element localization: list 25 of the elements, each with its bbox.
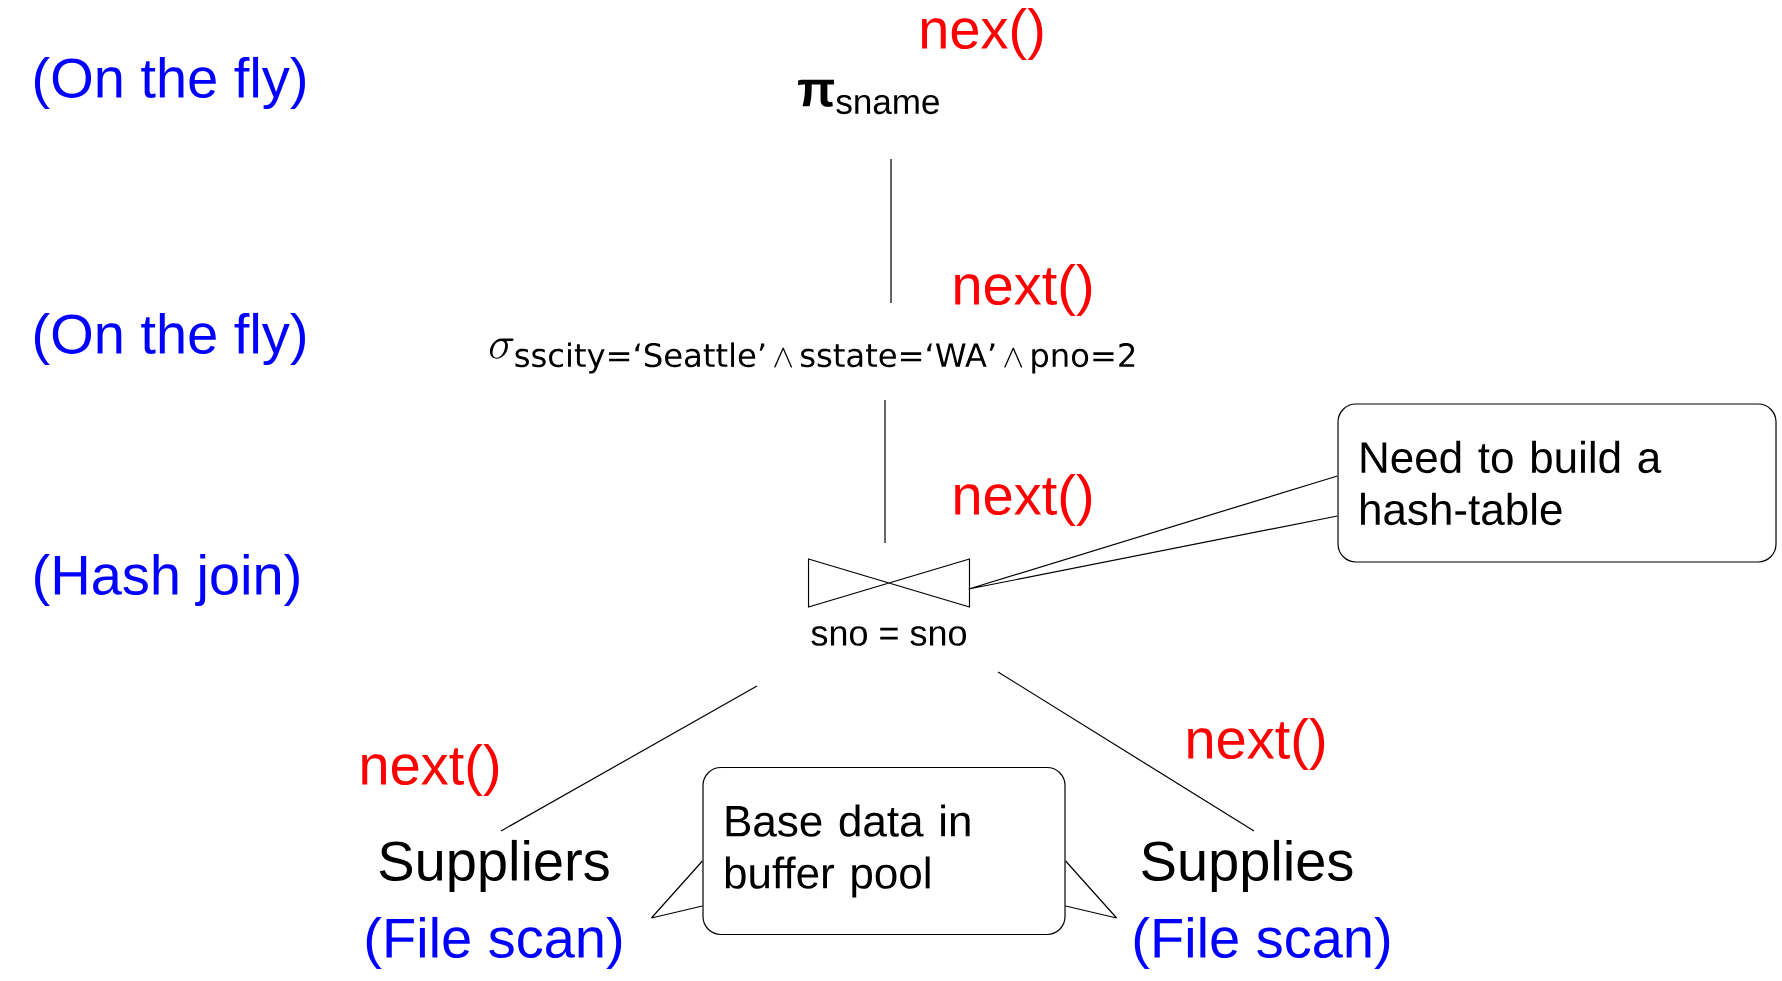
join-condition: sno = sno [811, 626, 966, 646]
projection-operator: π$_{sname}$ [798, 79, 939, 115]
operator-annotation: (On the fly) [35, 312, 305, 366]
edge-label: next() [1183, 716, 1329, 772]
method-call: nex() [921, 7, 1043, 61]
tree-edge [997, 671, 1255, 832]
edge-label: next() [950, 262, 1096, 318]
edge-label: next() [357, 742, 503, 798]
tree-edge [890, 158, 892, 304]
relation-name: Supplies [1142, 839, 1353, 893]
callout-pointer [650, 860, 703, 919]
access-method: (File scan) [366, 916, 622, 970]
operator-annotation: (On the fly) [35, 56, 305, 110]
tree-edge [884, 399, 886, 544]
join-symbol [807, 558, 971, 608]
selection-operator: $\sigma_{\text{sscity=‘Seattle’}\,\wedge\,\text{sstate=‘WA’}\,\wedge\,\text{pno=2}}$ [489, 338, 1135, 374]
edge-label: next() [950, 472, 1096, 528]
callout-pointer [1065, 860, 1118, 919]
callout-box: Base data in buffer pool [702, 766, 1066, 936]
relation-name: Suppliers [379, 839, 609, 893]
callout-box: Need to build a hash-table [1337, 403, 1777, 563]
tree-edge [500, 685, 758, 832]
callout-pointer [968, 475, 1338, 590]
access-method: (File scan) [1134, 916, 1390, 970]
operator-annotation: (Hash join) [35, 553, 299, 607]
